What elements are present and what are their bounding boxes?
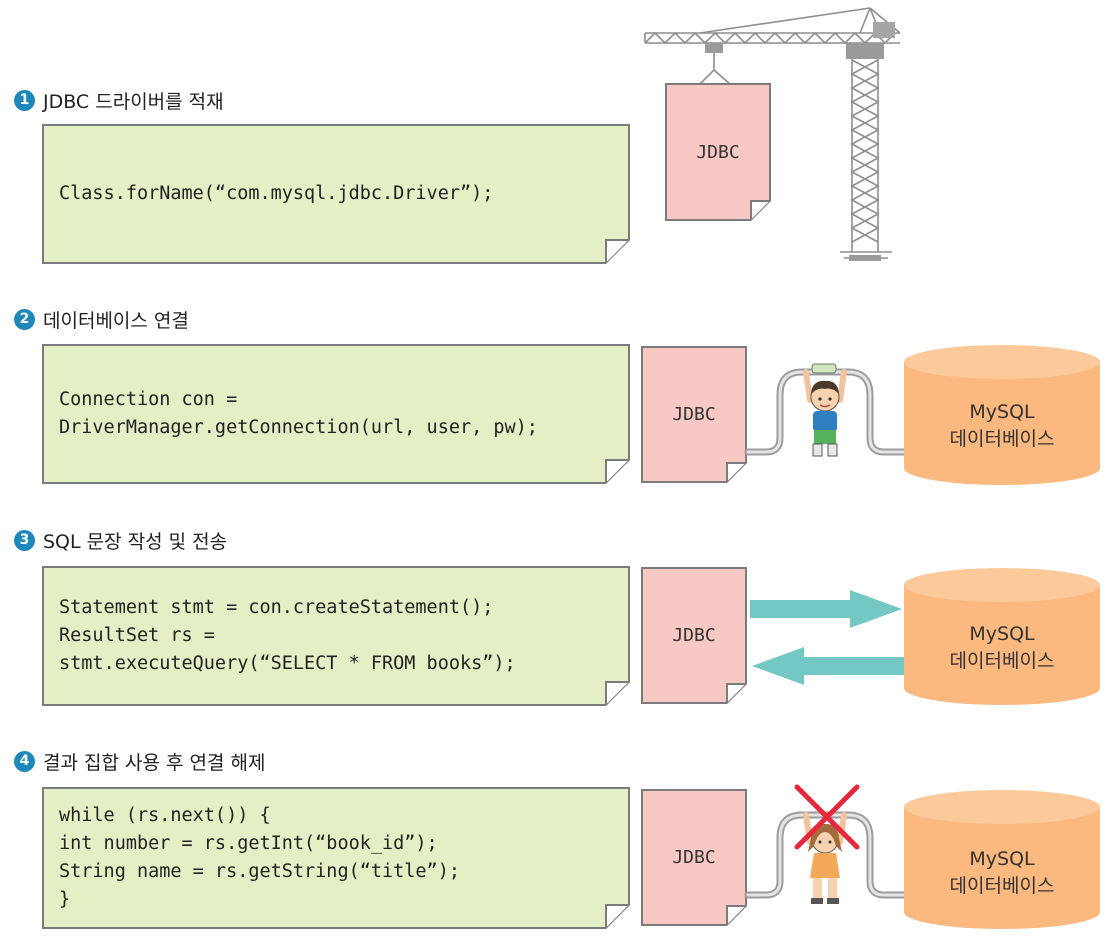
db-name: MySQL: [969, 848, 1035, 870]
step-4-db-label: MySQL 데이터베이스: [904, 846, 1100, 900]
code-line: DriverManager.getConnection(url, user, p…: [59, 417, 538, 438]
step-2-number-badge: 2: [14, 308, 35, 330]
step-1-title: JDBC 드라이버를 적재: [43, 90, 224, 113]
code-line: }: [59, 889, 71, 910]
step-4-heading: 4 결과 집합 사용 후 연결 해제: [14, 747, 265, 775]
step-1-heading: 1 JDBC 드라이버를 적재: [14, 86, 224, 114]
jdbc-label: JDBC: [672, 847, 716, 868]
step-2-jdbc-document: JDBC: [641, 346, 747, 483]
step-3-jdbc-document: JDBC: [641, 567, 747, 704]
code-line: int number = rs.getInt(“book_id”);: [59, 833, 438, 854]
page-fold-icon: [604, 458, 630, 484]
step-1-number-badge: 1: [14, 89, 35, 111]
code-line: Statement stmt = con.createStatement();: [59, 597, 494, 618]
step-1-code-box: Class.forName(“com.mysql.jdbc.Driver”);: [42, 124, 630, 264]
jdbc-label: JDBC: [672, 404, 716, 425]
step-3-number-badge: 3: [14, 529, 35, 551]
code-line: Connection con =: [59, 389, 238, 410]
code-line: stmt.executeQuery(“SELECT * FROM books”)…: [59, 653, 516, 674]
step-2-db-label: MySQL 데이터베이스: [904, 399, 1100, 453]
step-1-jdbc-document: JDBC: [665, 83, 771, 221]
db-type: 데이터베이스: [949, 428, 1055, 450]
step-2-title: 데이터베이스 연결: [43, 309, 189, 332]
step-3-code-box: Statement stmt = con.createStatement(); …: [42, 566, 630, 706]
step-3-title: SQL 문장 작성 및 전송: [43, 530, 228, 553]
db-name: MySQL: [969, 401, 1035, 423]
step-4-code-box: while (rs.next()) { int number = rs.getI…: [42, 787, 630, 929]
code-line: while (rs.next()) {: [59, 805, 271, 826]
step-4-title: 결과 집합 사용 후 연결 해제: [43, 751, 266, 774]
code-line: Class.forName(“com.mysql.jdbc.Driver”);: [59, 183, 494, 204]
page-fold-icon: [604, 903, 630, 929]
page-fold-icon: [604, 238, 630, 264]
code-line: String name = rs.getString(“title”);: [59, 861, 460, 882]
page-fold-icon: [604, 680, 630, 706]
code-line: ResultSet rs =: [59, 625, 215, 646]
step-3-db-label: MySQL 데이터베이스: [904, 621, 1100, 675]
db-type: 데이터베이스: [949, 875, 1055, 897]
step-2-code-box: Connection con = DriverManager.getConnec…: [42, 344, 630, 484]
page-fold-icon: [725, 461, 747, 483]
jdbc-label: JDBC: [696, 141, 740, 163]
db-name: MySQL: [969, 623, 1035, 645]
page-fold-icon: [725, 904, 747, 926]
step-3-heading: 3 SQL 문장 작성 및 전송: [14, 526, 227, 554]
jdbc-label: JDBC: [672, 625, 716, 646]
db-type: 데이터베이스: [949, 650, 1055, 672]
page-fold-icon: [725, 682, 747, 704]
step-2-heading: 2 데이터베이스 연결: [14, 305, 189, 333]
crane-icon: [644, 7, 901, 261]
page-fold-icon: [749, 199, 771, 221]
step-4-number-badge: 4: [14, 750, 35, 772]
step-4-jdbc-document: JDBC: [641, 789, 747, 926]
